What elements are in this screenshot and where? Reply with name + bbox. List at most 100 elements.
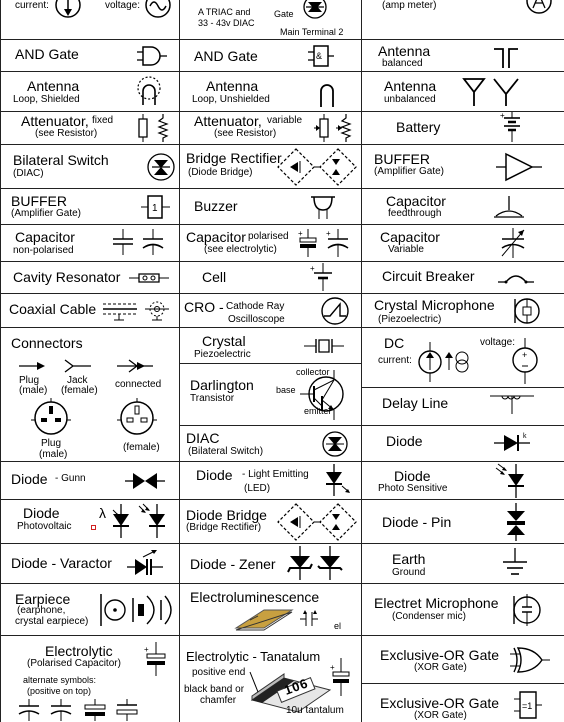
title-electroluminescence: Electroluminescence bbox=[190, 589, 320, 605]
cell-antenna-balanced: Antenna balanced bbox=[362, 40, 564, 72]
cell-antenna-loop-shielded: Antenna Loop, Shielded bbox=[0, 72, 180, 112]
plug-male-icon bbox=[17, 362, 45, 370]
title-cro-2: Cathode Ray bbox=[226, 301, 285, 312]
and-gate-icon bbox=[135, 45, 169, 67]
label-triac-2: 33 - 43v DIAC bbox=[198, 18, 255, 28]
label-positive-end: positive end bbox=[192, 667, 246, 678]
title-bridge-rectifier: Bridge Rectifier bbox=[186, 150, 282, 166]
label-positive-on-top: (positive on top) bbox=[27, 686, 92, 696]
cell-capacitor-nonpol: Capacitor non-polarised bbox=[0, 225, 180, 262]
cell-battery: Battery + bbox=[362, 112, 564, 145]
xor-gate-icon bbox=[510, 646, 550, 674]
gunn-diode-icon bbox=[125, 473, 165, 489]
cell-and-gate-a: AND Gate bbox=[0, 40, 180, 72]
cell-diode-varactor: Diode - Varactor bbox=[0, 544, 180, 584]
photodiode-icon bbox=[494, 464, 524, 498]
title-earth: Earth bbox=[392, 551, 426, 567]
dc-current-source-icon bbox=[416, 342, 472, 382]
cell-diode: Diode k bbox=[362, 426, 564, 462]
loop-shielded-antenna-icon bbox=[135, 75, 163, 109]
sub-earpiece-2: crystal earpiece) bbox=[15, 616, 89, 627]
title-circuit-breaker: Circuit Breaker bbox=[382, 268, 475, 284]
title-xor-gate-1: Exclusive-OR Gate bbox=[380, 647, 500, 663]
cell-cro: CRO - Cathode Ray Oscilloscope bbox=[180, 294, 362, 328]
cell-coaxial-cable: Coaxial Cable bbox=[0, 294, 180, 328]
title-diode-varactor: Diode - Varactor bbox=[11, 555, 112, 571]
current-meter-icon bbox=[53, 0, 83, 20]
diode-bridge-icon bbox=[276, 502, 358, 542]
cell-electret-mic: Electret Microphone (Condenser mic) bbox=[362, 584, 564, 636]
svg-text:1: 1 bbox=[152, 203, 158, 214]
label-plug-2: Plug bbox=[41, 438, 62, 449]
cell-electrolytic-tantalum: Electrolytic - Tanatalum positive end bl… bbox=[180, 636, 362, 722]
title-antenna-unshielded: Antenna bbox=[206, 78, 259, 94]
title-bilateral-switch: Bilateral Switch bbox=[13, 152, 109, 168]
diac-icon bbox=[320, 429, 350, 459]
cell-diac: DIAC (Bilateral Switch) bbox=[180, 426, 362, 462]
battery-icon: + bbox=[500, 112, 526, 144]
circuit-breaker-icon bbox=[498, 268, 534, 284]
cell-circuit-breaker: Circuit Breaker bbox=[362, 262, 564, 294]
sub-capacitor-variable: Variable bbox=[388, 244, 424, 255]
title-capacitor-variable: Capacitor bbox=[380, 229, 440, 245]
label-plug-male: (male) bbox=[19, 385, 48, 396]
coaxial-cable-icon bbox=[101, 298, 173, 324]
cell-antenna-unbalanced: Antenna unbalanced bbox=[362, 72, 564, 112]
led-icon bbox=[326, 464, 350, 498]
cell-buffer-c: BUFFER (Amplifier Gate) bbox=[362, 145, 564, 189]
title-coaxial-cable: Coaxial Cable bbox=[9, 301, 97, 317]
cell-crystal-microphone: Crystal Microphone (Piezoelectric) bbox=[362, 294, 564, 328]
sub-capacitor-feedthrough: feedthrough bbox=[388, 208, 442, 219]
title-xor-gate-2: Exclusive-OR Gate bbox=[380, 695, 500, 711]
title-attenuator-variable: Attenuator, bbox=[194, 113, 262, 129]
sub-buffer-a: (Amplifier Gate) bbox=[11, 208, 82, 219]
capacitor-polarised-icon: + + bbox=[298, 229, 354, 259]
oscilloscope-icon bbox=[318, 296, 352, 326]
title-antenna-balanced: Antenna bbox=[378, 43, 431, 59]
label-black-band: black band or bbox=[184, 684, 245, 695]
diode-icon: k bbox=[494, 433, 530, 451]
label-dc-current: current: bbox=[378, 355, 412, 366]
sub-xor-gate-1: (XOR Gate) bbox=[414, 662, 467, 673]
mains-plug-male-icon bbox=[31, 398, 71, 438]
cell-antenna-loop-unshielded: Antenna Loop, Unshielded bbox=[180, 72, 362, 112]
sub-attenuator-variable: (see Resistor) bbox=[214, 128, 277, 139]
cell-diode-photo: Diode Photo Sensitive bbox=[362, 462, 564, 500]
sub-diode-photo: Photo Sensitive bbox=[378, 483, 448, 494]
cell-capacitor-polarised: Capacitor polarised (see electrolytic) +… bbox=[180, 225, 362, 262]
cell-earpiece: Earpiece (earphone, crystal earpiece) bbox=[0, 584, 180, 636]
svg-text:k: k bbox=[523, 433, 527, 440]
sub-crystal: Piezoelectric bbox=[194, 349, 251, 360]
title-battery: Battery bbox=[396, 119, 441, 135]
title-cavity-resonator: Cavity Resonator bbox=[13, 269, 121, 285]
title-electrolytic: Electrolytic bbox=[45, 643, 113, 659]
cell-buzzer: Buzzer bbox=[180, 189, 362, 225]
cell-and-gate-b: AND Gate & bbox=[180, 40, 362, 72]
label-triac-1: A TRIAC and bbox=[198, 7, 251, 17]
electrolytic-capacitor-icon: + bbox=[144, 642, 169, 678]
cell-bridge-rectifier: Bridge Rectifier (Diode Bridge) bbox=[180, 145, 362, 189]
title-buffer-c: BUFFER bbox=[374, 151, 430, 167]
title-crystal: Crystal bbox=[202, 333, 246, 349]
bridge-rectifier-icon bbox=[276, 147, 358, 187]
tantalum-chip-icon bbox=[248, 670, 334, 716]
title-diode-photovoltaic: Diode bbox=[23, 505, 60, 521]
title-and-gate-2: AND Gate bbox=[194, 48, 258, 64]
sub-antenna-balanced: balanced bbox=[382, 58, 423, 69]
mains-socket-female-icon bbox=[117, 398, 157, 438]
label-jack: Jack bbox=[67, 375, 88, 386]
svg-text:+: + bbox=[522, 350, 527, 360]
cell-bilateral-switch: Bilateral Switch (DIAC) bbox=[0, 145, 180, 189]
sub-electrolytic: (Polarised Capacitor) bbox=[27, 658, 121, 669]
label-amp-meter: (amp meter) bbox=[382, 0, 437, 11]
cell-connectors: Connectors Plug (male) Jack (female) con… bbox=[0, 328, 180, 462]
tantalum-capacitor-icon: + bbox=[330, 658, 352, 698]
title-delay-line: Delay Line bbox=[382, 395, 449, 411]
sub-crystal-microphone: (Piezoelectric) bbox=[378, 314, 442, 325]
label-10u-tantalum: 10u tantalum bbox=[286, 705, 344, 716]
buffer-iec-icon: 1 bbox=[139, 194, 173, 220]
label-female: (female) bbox=[123, 442, 160, 453]
title-capacitor-feedthrough: Capacitor bbox=[386, 193, 446, 209]
darlington-transistor-icon bbox=[300, 370, 348, 420]
ammeter-icon bbox=[524, 0, 554, 16]
